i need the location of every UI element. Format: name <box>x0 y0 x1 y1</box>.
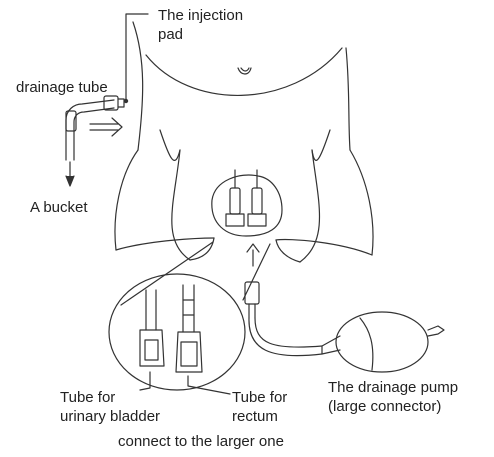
tube-bladder-label: Tube for urinary bladder <box>60 388 160 426</box>
drainage-pump-label-line1: The drainage pump <box>328 378 458 397</box>
drainage-pump-label: The drainage pump (large connector) <box>328 378 458 416</box>
drainage-pump <box>245 282 444 372</box>
injection-pad-label-line1: The injection <box>158 6 243 25</box>
tube-rectum-label: Tube for rectum <box>232 388 287 426</box>
drainage-pump-label-line2: (large connector) <box>328 397 458 416</box>
navel <box>238 68 251 74</box>
down-arrow-icon <box>66 162 74 186</box>
pelvis-connector-area <box>212 170 282 236</box>
tube-bladder-label-line2: urinary bladder <box>60 407 160 426</box>
up-arrow-icon <box>247 244 259 266</box>
bucket-label: A bucket <box>30 198 88 217</box>
injection-pad-label-line2: pad <box>158 25 243 44</box>
tube-rectum-label-line2: rectum <box>232 407 287 426</box>
injection-pad-label: The injection pad <box>158 6 243 44</box>
zoom-circle <box>109 242 270 390</box>
footer-caption: connect to the larger one <box>118 432 284 451</box>
tube-rectum-label-line1: Tube for <box>232 388 287 407</box>
drainage-tube <box>66 96 124 160</box>
tube-bladder-label-line1: Tube for <box>60 388 160 407</box>
drainage-tube-label: drainage tube <box>16 78 108 97</box>
injection-pad-leader <box>124 14 148 103</box>
right-arrow-icon <box>90 118 122 136</box>
